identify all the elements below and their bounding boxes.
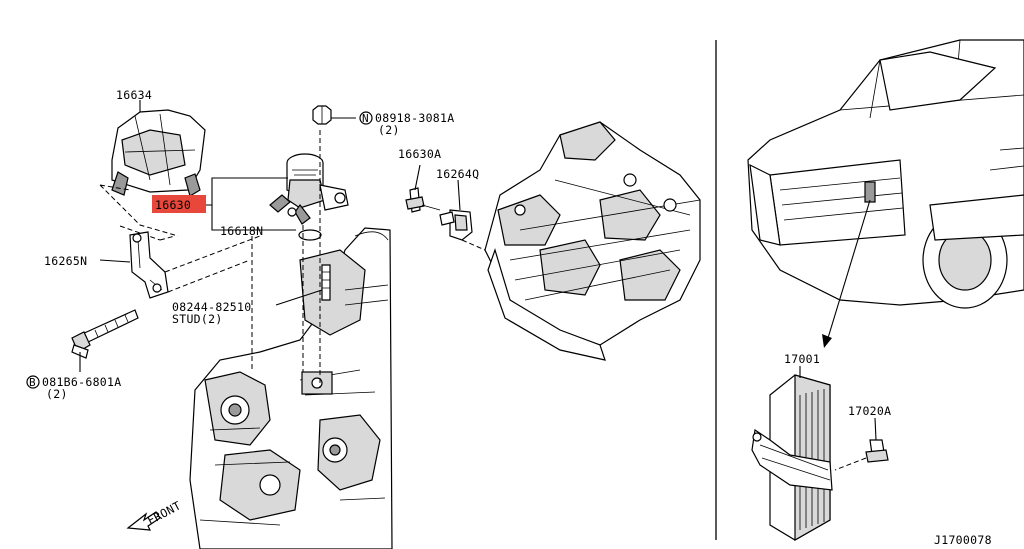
leader-16630-lower: [211, 205, 296, 231]
label-17020a: 17020A: [848, 404, 891, 418]
label-16634: 16634: [116, 88, 152, 102]
bracket-guide-lines: [164, 235, 261, 293]
label-16630: 16630: [155, 198, 191, 212]
label-08918-qty: (2): [378, 123, 400, 137]
arrow-head: [822, 334, 832, 348]
label-16630a: 16630A: [398, 147, 441, 161]
leader-16630-upper: [206, 177, 288, 206]
diagram-code: J1700078: [934, 533, 992, 547]
pump-guide-lines: [251, 130, 321, 388]
front-arrow: [126, 511, 161, 531]
symbol-n-circle: [359, 111, 373, 125]
label-08918: 08918-3081A: [375, 111, 454, 125]
symbol-n-letter: N: [362, 112, 369, 125]
label-17001: 17001: [784, 352, 820, 366]
part-17001-module: [751, 374, 833, 542]
label-16264q: 16264Q: [436, 167, 479, 181]
part-16618n-oring: [298, 229, 322, 241]
clip-guide-line: [461, 239, 486, 251]
part-16630-pump: [269, 153, 349, 225]
label-081b6-qty: (2): [46, 387, 68, 401]
part-16634-cover: [111, 109, 206, 197]
label-08244: 08244-82510: [172, 300, 251, 314]
label-16618n: 16618N: [220, 224, 263, 238]
label-front: FRONT: [145, 498, 183, 527]
symbol-b-letter: B: [29, 376, 36, 389]
part-16630a-bolt: [405, 187, 441, 213]
leader-17020a: [874, 417, 877, 441]
symbol-b-circle: [26, 375, 40, 389]
bolt-17020a-guide: [834, 457, 867, 471]
part-08918-bolt: [312, 105, 332, 125]
part-16265n-bracket: [129, 231, 169, 299]
label-16265n: 16265N: [44, 254, 87, 268]
leader-16630a: [414, 164, 421, 191]
part-17020a-bolt: [865, 439, 889, 463]
cover-guide-lines: [99, 184, 179, 241]
leader-16265n: [99, 259, 131, 263]
location-arrow: [827, 199, 871, 339]
vehicle-outline: [747, 39, 1024, 309]
part-081b6-bolt: [71, 309, 139, 359]
leader-16264q: [457, 179, 461, 211]
label-stud: STUD(2): [172, 312, 223, 326]
part-16264q-clip: [439, 209, 473, 241]
label-081b6: 081B6-6801A: [42, 375, 121, 389]
highlight-16630: [152, 195, 206, 213]
intake-manifold: [484, 121, 701, 361]
engine-block: [189, 227, 393, 549]
part-08244-stud: [321, 264, 331, 301]
leader-08244: [275, 289, 323, 306]
